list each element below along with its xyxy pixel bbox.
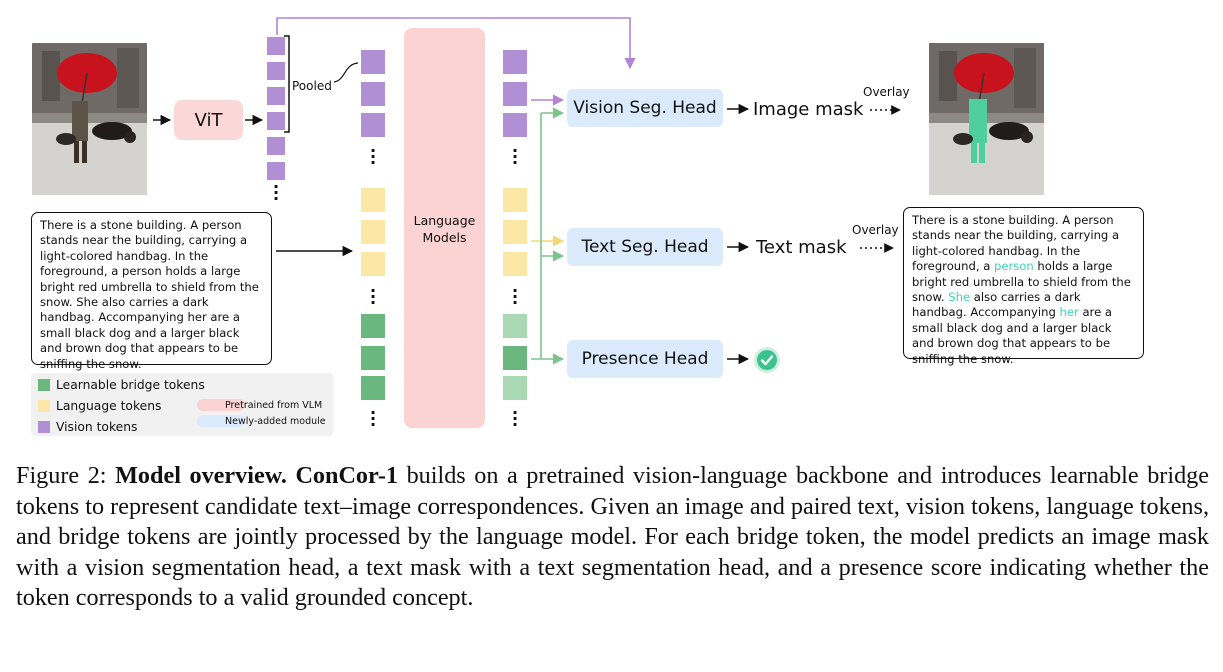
- legend-swatch-language: [38, 400, 50, 412]
- overlay-label-top: Overlay: [863, 85, 910, 99]
- vit-token: [267, 37, 285, 55]
- legend-new-label: Newly-added module: [225, 416, 326, 427]
- caption-body: builds on a pretrained vision-language b…: [16, 462, 1209, 612]
- vision-token: [361, 82, 385, 106]
- vit-token: [267, 137, 285, 155]
- vit-encoder-box: ViT: [174, 100, 243, 140]
- legend-swatch-bridge: [38, 379, 50, 391]
- vit-token: [267, 87, 285, 105]
- presence-head: Presence Head: [567, 340, 723, 378]
- text-seg-head: Text Seg. Head: [567, 228, 723, 266]
- language-token-out: [503, 252, 527, 276]
- output-masked-photo: [929, 43, 1044, 195]
- language-token-out: [503, 220, 527, 244]
- highlight-she: She: [948, 290, 971, 305]
- output-text-part: are a small black dog and a larger black…: [912, 305, 1112, 366]
- vision-token-out: [503, 113, 527, 137]
- input-photo: [32, 43, 147, 195]
- model-overview-figure: ViT ··· Pooled ··· ··· ··· Language Mode…: [31, 17, 1144, 436]
- vision-token-out: [503, 50, 527, 74]
- check-circle-icon: [753, 346, 781, 378]
- vit-token: [267, 162, 285, 180]
- legend-pill-pretrained: [197, 399, 245, 411]
- caption-prefix: Figure 2:: [16, 462, 116, 489]
- bridge-token-out: [503, 314, 527, 338]
- language-model-label: Language Models: [404, 212, 485, 246]
- language-model-box: [404, 28, 485, 428]
- legend-language-label: Language tokens: [56, 399, 162, 413]
- bridge-token-out: [503, 346, 527, 370]
- legend-language: Language tokens: [38, 399, 161, 413]
- input-text-box: There is a stone building. A person stan…: [31, 212, 272, 371]
- text-mask-label: Text mask: [756, 237, 847, 258]
- legend-swatch-vision: [38, 421, 50, 433]
- output-text-part: also carries a dark handbag. Accompanyin…: [912, 290, 1081, 320]
- connector-arrows: [153, 17, 901, 365]
- ellipsis-icon: ···: [370, 141, 377, 172]
- vit-token: [267, 112, 285, 130]
- output-text-part: holds a large bright red umbrella to shi…: [912, 259, 1131, 305]
- language-token: [361, 220, 385, 244]
- bridge-token: [361, 314, 385, 338]
- vision-token: [361, 50, 385, 74]
- ellipsis-icon: ···: [273, 177, 280, 208]
- bridge-token: [361, 346, 385, 370]
- legend-vision: Vision tokens: [38, 420, 137, 434]
- legend-pretrained-label: Pretrained from VLM: [225, 400, 323, 411]
- pooled-label: Pooled: [292, 79, 332, 93]
- ellipsis-icon: ···: [512, 281, 519, 312]
- overlay-label-mid: Overlay: [852, 223, 899, 237]
- vit-token: [267, 62, 285, 80]
- language-model-label-line2: Models: [422, 230, 467, 245]
- language-token: [361, 188, 385, 212]
- output-text-part: There is a stone building. A person stan…: [912, 213, 1120, 274]
- bridge-token-out: [503, 376, 527, 400]
- ellipsis-icon: ···: [370, 281, 377, 312]
- caption-bold: Model overview. ConCor-1: [115, 462, 398, 489]
- language-token: [361, 252, 385, 276]
- vision-token-out: [503, 82, 527, 106]
- highlight-her: her: [1059, 305, 1079, 320]
- image-mask-label: Image mask: [753, 99, 864, 120]
- ellipsis-icon: ···: [512, 141, 519, 172]
- vision-seg-head: Vision Seg. Head: [567, 89, 723, 127]
- legend: Learnable bridge tokens Language tokens …: [31, 373, 333, 436]
- highlight-person: person: [994, 259, 1034, 274]
- figure-caption: Figure 2: Model overview. ConCor-1 build…: [16, 461, 1209, 614]
- legend-pill-new: [197, 415, 245, 427]
- legend-bridge: Learnable bridge tokens: [38, 378, 205, 392]
- bridge-token: [361, 376, 385, 400]
- language-token-out: [503, 188, 527, 212]
- ellipsis-icon: ···: [370, 403, 377, 434]
- ellipsis-icon: ···: [512, 403, 519, 434]
- legend-vision-label: Vision tokens: [56, 420, 138, 434]
- output-text-box: There is a stone building. A person stan…: [903, 207, 1144, 366]
- language-model-label-line1: Language: [413, 213, 476, 228]
- vision-token: [361, 113, 385, 137]
- legend-bridge-label: Learnable bridge tokens: [56, 378, 205, 392]
